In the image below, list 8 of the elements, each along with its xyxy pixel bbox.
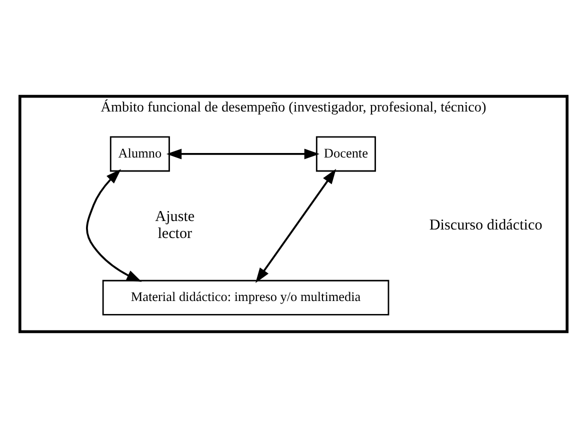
- arrow: [166, 148, 320, 160]
- node-box: Material didáctico: impreso y/o multimedia: [102, 280, 390, 316]
- label: Ajuste lector: [155, 208, 195, 242]
- arrow: [255, 168, 336, 283]
- node-box: Alumno: [110, 136, 170, 172]
- arrow: [86, 169, 142, 282]
- label: Discurso didáctico: [429, 217, 542, 234]
- node-box: Docente: [316, 136, 376, 172]
